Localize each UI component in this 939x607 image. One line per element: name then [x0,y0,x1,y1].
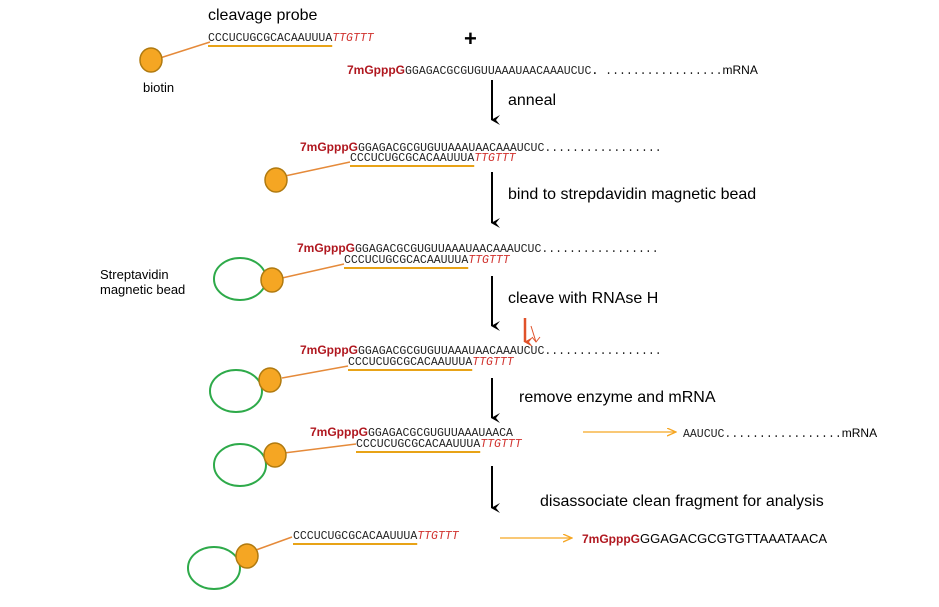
mrna-seq: GGAGACGCGUGUUAAAUAACAAAUCUC [405,65,592,78]
bead-label-line2: magnetic bead [100,282,186,297]
clean-fragment-seq: GGAGACGCGTGTTAAATAACA [640,531,828,546]
duplex-dots: ................. [544,142,662,155]
plus-sign: + [464,26,477,51]
duplex-probe-rna: CCCUCUGCGCACAAUUUA [350,152,475,165]
probe-sequence: CCCUCUGCGCACAAUUUATTGTTT [208,32,374,45]
fragment-seq: GGAGACGCGUGUUAAAUAACA [368,427,513,440]
cleave-seq: GGAGACGCGUGUUAAAUAACAAAUCUC [358,345,545,358]
step-remove: remove enzyme and mRNA [519,389,716,406]
fragment-probe: CCCUCUGCGCACAAUUUATTGTTT [356,438,522,451]
biotin-icon [260,267,284,293]
clean-fragment-cap: 7mGpppG [582,532,641,546]
fragment-probe-rna: CCCUCUGCGCACAAUUUA [356,438,481,451]
tether-line [284,161,351,177]
fragment-mrna: 7mGpppGGGAGACGCGUGUUAAAUAACA [310,425,513,440]
probe-dna: TTGTTT [332,32,374,45]
mrna-cap: 7mGpppG [347,63,406,77]
biotin-icon [263,442,287,468]
biotin-icon [258,367,282,393]
duplex-mrna: 7mGpppGGGAGACGCGUGUUAAAUAACAAAUCUC......… [300,140,662,155]
bound-probe: CCCUCUGCGCACAAUUUATTGTTT [344,254,510,267]
released-mrna: AAUCUC.................mRNA [683,426,877,441]
diagram-title: cleavage probe [208,7,318,24]
released-dots: ................. [724,428,842,441]
clean-fragment: 7mGpppGGGAGACGCGTGTTAAATAACA [582,531,827,547]
magnetic-bead-icon [213,257,267,301]
cleave-cap: 7mGpppG [300,343,359,357]
bound-dots: ................. [541,243,659,256]
released-label: mRNA [841,426,878,440]
tether-line [283,443,357,454]
biotin-icon [235,543,259,569]
duplex-probe-dna: TTGTTT [474,152,516,165]
duplex-probe: CCCUCUGCGCACAAUUUATTGTTT [350,152,516,165]
fragment-probe-dna: TTGTTT [480,438,522,451]
tether-line [255,536,293,551]
cleave-probe-rna: CCCUCUGCGCACAAUUUA [348,356,473,369]
mrna-sequence: 7mGpppGGGAGACGCGUGUUAAAUAACAAAUCUC. ....… [347,63,758,78]
mrna-dots: ................. [605,65,723,78]
biotin-icon [139,47,163,73]
duplex-cap: 7mGpppG [300,140,359,154]
biotin-icon [264,167,288,193]
duplex-seq: GGAGACGCGUGUUAAAUAACAAAUCUC [358,142,545,155]
bound-probe-dna: TTGTTT [468,254,510,267]
final-probe-rna: CCCUCUGCGCACAAUUUA [293,530,418,543]
fragment-cap: 7mGpppG [310,425,369,439]
step-disassociate: disassociate clean fragment for analysis [540,493,824,510]
cleave-probe: CCCUCUGCGCACAAUUUATTGTTT [348,356,514,369]
step-bind: bind to strepdavidin magnetic bead [508,186,757,203]
cleave-dots: ................. [544,345,662,358]
magnetic-bead-icon [187,546,241,590]
mrna-label: mRNA [722,63,758,77]
bound-mrna: 7mGpppGGGAGACGCGUGUUAAAUAACAAAUCUC......… [297,241,659,256]
bound-probe-rna: CCCUCUGCGCACAAUUUA [344,254,469,267]
magnetic-bead-icon [213,443,267,487]
cleavage-small-arrow [530,325,541,343]
cleave-probe-dna: TTGTTT [472,356,514,369]
bound-cap: 7mGpppG [297,241,356,255]
bead-label-line1: Streptavidin [100,267,169,282]
released-seq: AAUCUC [683,428,725,441]
step-cleave: cleave with RNAse H [508,290,659,307]
tether-line [281,365,349,379]
cleave-mrna: 7mGpppGGGAGACGCGUGUUAAAUAACAAAUCUC......… [300,343,662,358]
step-anneal: anneal [508,92,557,109]
mrna-first-dot: . [591,65,599,78]
tether-line [281,263,345,279]
biotin-label: biotin [143,80,175,95]
final-probe-dna: TTGTTT [417,530,459,543]
bound-seq: GGAGACGCGUGUUAAAUAACAAAUCUC [355,243,542,256]
probe-rna: CCCUCUGCGCACAAUUUA [208,32,333,45]
magnetic-bead-icon [209,369,263,413]
final-probe: CCCUCUGCGCACAAUUUATTGTTT [293,530,459,543]
tether-line [159,41,211,59]
